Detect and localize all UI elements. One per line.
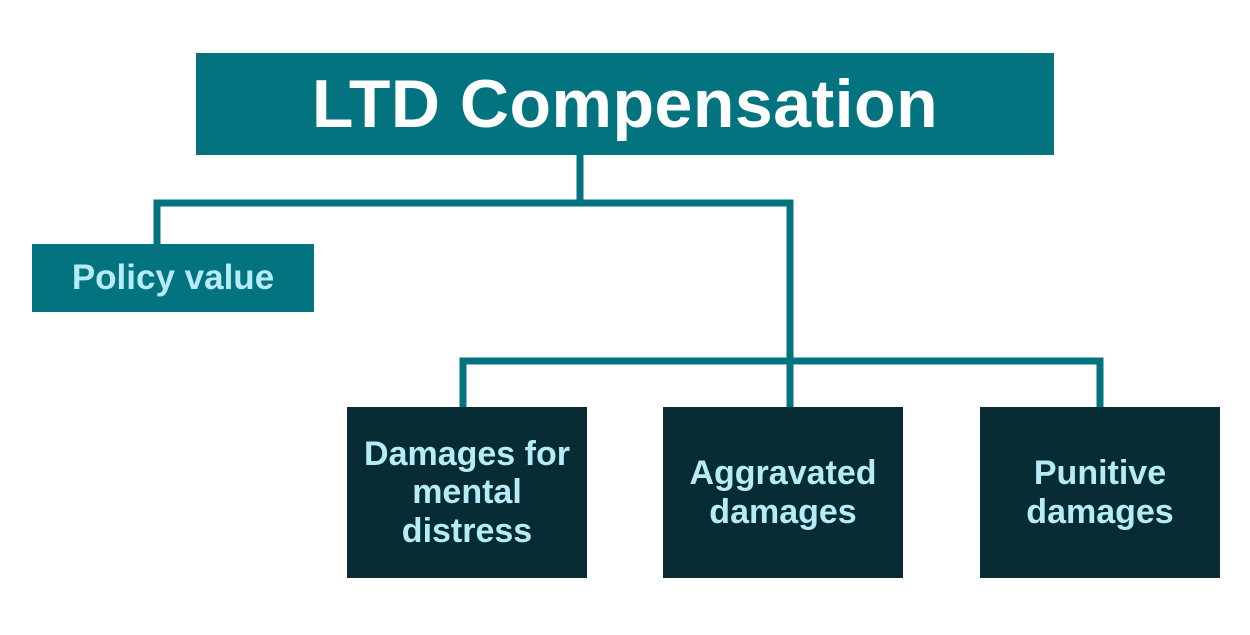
aggravated-damages-label: Aggravated damages [689, 454, 877, 531]
node-damages-mental-distress: Damages for mental distress [347, 407, 587, 578]
node-punitive-damages: Punitive damages [980, 407, 1220, 578]
punitive-damages-label: Punitive damages [1026, 454, 1174, 531]
mental-distress-label: Damages for mental distress [364, 435, 570, 550]
policy-value-label: Policy value [71, 258, 275, 297]
root-node-ltd-compensation: LTD Compensation [196, 53, 1054, 155]
node-policy-value: Policy value [32, 244, 314, 312]
root-node-label: LTD Compensation [311, 66, 939, 142]
node-aggravated-damages: Aggravated damages [663, 407, 903, 578]
